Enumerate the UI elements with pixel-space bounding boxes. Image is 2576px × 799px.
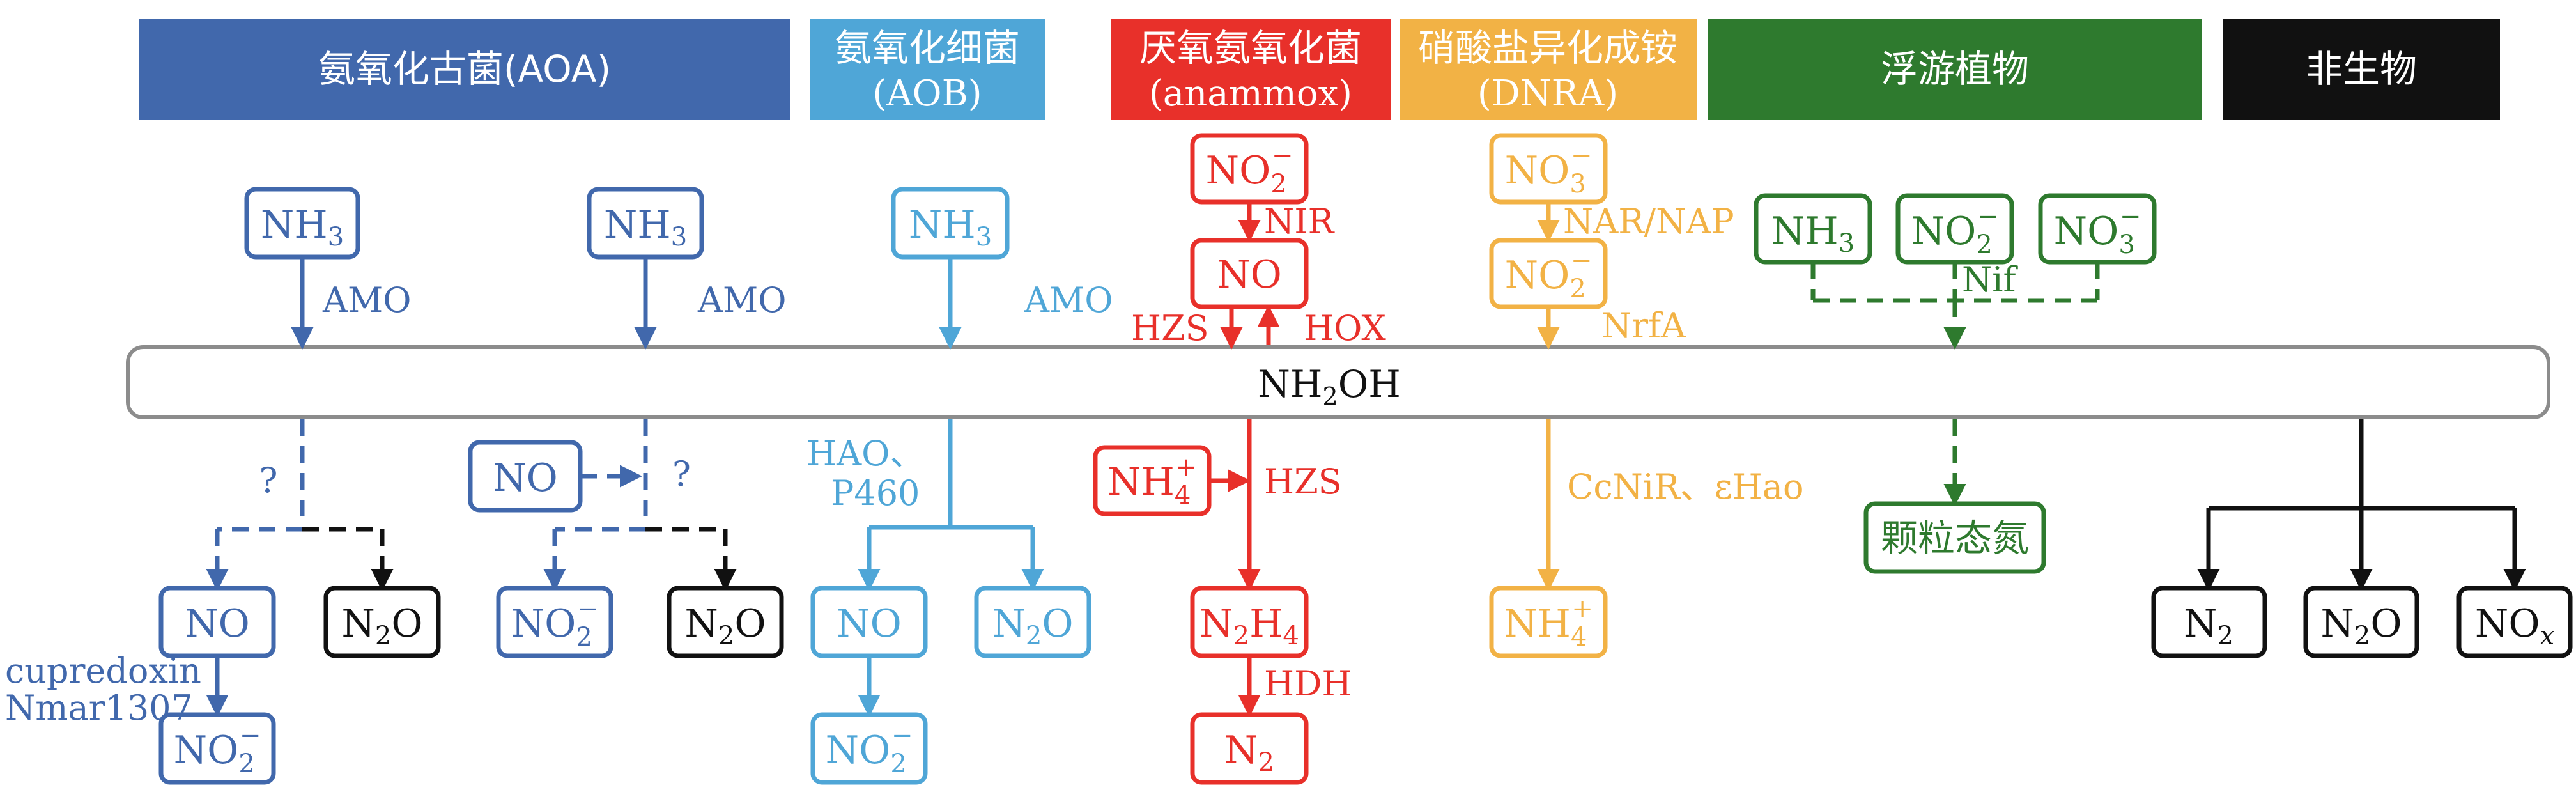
header-aoa: 氨氧化古菌(AOA) [139, 19, 790, 120]
cupredoxin-label: cupredoxin [5, 651, 201, 691]
header-phytoplankton: 浮游植物 [1708, 19, 2202, 120]
anammox-n2-box [1190, 712, 1309, 785]
aob-amo-label: AMO [1024, 280, 1113, 320]
header-dnra-line2: (DNRA) [1477, 73, 1618, 114]
anammox-nh4-label: NH4+ [1107, 453, 1197, 510]
aob-pathway [810, 187, 1091, 785]
dnra-nrfa-label: NrfA [1601, 306, 1686, 346]
dnra-no3-label: NO3− [1505, 141, 1593, 199]
aob-no2-label: NO2− [826, 721, 913, 779]
header-aob-line2: (AOB) [872, 73, 982, 114]
abiotic-n2-box [2151, 586, 2267, 658]
header-anammox-line1: 厌氧氨氧化菌 [1139, 26, 1362, 70]
abiotic-n2o-box [2303, 586, 2419, 658]
aoa2-no2-box [496, 586, 613, 658]
aoa1-no2-label: NO2− [174, 721, 261, 779]
aob-n2o-label: N2O [992, 601, 1073, 651]
abiotic-nox-label: NOx [2475, 601, 2554, 651]
aob-no-label: NO [837, 601, 902, 646]
dnra-nh4-label: NH4+ [1504, 594, 1593, 652]
aoa2-amo-label: AMO [697, 280, 787, 320]
aob-nh3-label: NH3 [909, 203, 992, 252]
header-phytoplankton-label: 浮游植物 [1881, 47, 2029, 91]
aoa1-no-label: NO [185, 601, 250, 646]
aoa1-unknown-label: ? [259, 460, 278, 500]
aoa2-nh3-label: NH3 [604, 203, 687, 252]
aoa2-no-label: NO [493, 456, 558, 500]
header-aob: 氨氧化细菌 (AOB) [810, 19, 1045, 120]
anammox-no2-label: NO2− [1206, 141, 1293, 199]
aob-hao-label: HAO、 [806, 433, 924, 474]
aoa-pathway-2 [468, 187, 784, 658]
anammox-n2h4-label: N2H4 [1199, 601, 1299, 651]
phyto-nif-label: Nif [1962, 260, 2019, 300]
aoa2-n2o-label: N2O [684, 601, 766, 651]
aoa1-no2-box [158, 712, 276, 785]
nmar1307-label: Nmar1307 [5, 688, 193, 728]
abiotic-pathway [2151, 419, 2573, 658]
phyto-no3-label: NO3− [2054, 202, 2141, 260]
phyto-particulate-box [1863, 501, 2046, 574]
phytoplankton-pathway [1754, 193, 2157, 574]
dnra-nar-label: NAR/NAP [1563, 201, 1734, 242]
header-dnra: 硝酸盐异化成铵 (DNRA) [1400, 19, 1697, 120]
header-aob-line1: 氨氧化细菌 [835, 26, 1020, 70]
header-dnra-line1: 硝酸盐异化成铵 [1418, 26, 1677, 70]
aoa1-n2o-box [323, 586, 441, 658]
aob-n2o-box [974, 586, 1091, 658]
aoa2-n2o-box [667, 586, 784, 658]
anammox-n2-label: N2 [1224, 728, 1274, 777]
aoa2-no2-label: NO2− [511, 594, 599, 652]
anammox-hox-label: HOX [1304, 308, 1386, 348]
phyto-nh3-label: NH3 [1771, 209, 1855, 258]
aob-no2-box [810, 712, 928, 785]
dnra-ccnir-label: CcNiR、εHao [1567, 467, 1804, 507]
aob-p460-label: P460 [831, 473, 920, 513]
anammox-hdh-label: HDH [1264, 663, 1352, 704]
aoa-pathway-1 [158, 187, 441, 785]
aoa1-n2o-label: N2O [341, 601, 422, 651]
header-abiotic: 非生物 [2223, 19, 2500, 120]
nh2oh-bar: NH2OH [126, 345, 2550, 419]
nh2oh-label: NH2OH [1258, 362, 1401, 410]
dnra-no2-label: NO2− [1505, 246, 1593, 304]
abiotic-n2-label: N2 [2184, 601, 2233, 651]
header-aoa-label: 氨氧化古菌(AOA) [318, 47, 611, 91]
aoa1-nh3-label: NH3 [261, 203, 344, 252]
header-anammox-line2: (anammox) [1149, 73, 1352, 114]
aoa1-amo-label: AMO [322, 280, 412, 320]
abiotic-n2o-label: N2O [2320, 601, 2402, 651]
header-anammox: 厌氧氨氧化菌 (anammox) [1111, 19, 1391, 120]
anammox-hzs-label-upper: HZS [1131, 308, 1209, 348]
aoa2-unknown-label: ? [672, 454, 691, 494]
anammox-no-box [1190, 238, 1309, 309]
header-abiotic-label: 非生物 [2306, 47, 2417, 91]
anammox-no-label: NO [1217, 252, 1282, 297]
anammox-pathway [1093, 133, 1309, 785]
phyto-particulate-label: 颗粒态氮 [1881, 516, 2029, 560]
dnra-nh4-box [1489, 586, 1608, 658]
anammox-hzs-label-lower: HZS [1264, 462, 1342, 502]
phyto-no2-label: NO2− [1911, 202, 1999, 260]
dnra-pathway [1489, 133, 1608, 658]
anammox-nir-label: NIR [1264, 201, 1335, 242]
abiotic-nox-box [2456, 586, 2573, 658]
